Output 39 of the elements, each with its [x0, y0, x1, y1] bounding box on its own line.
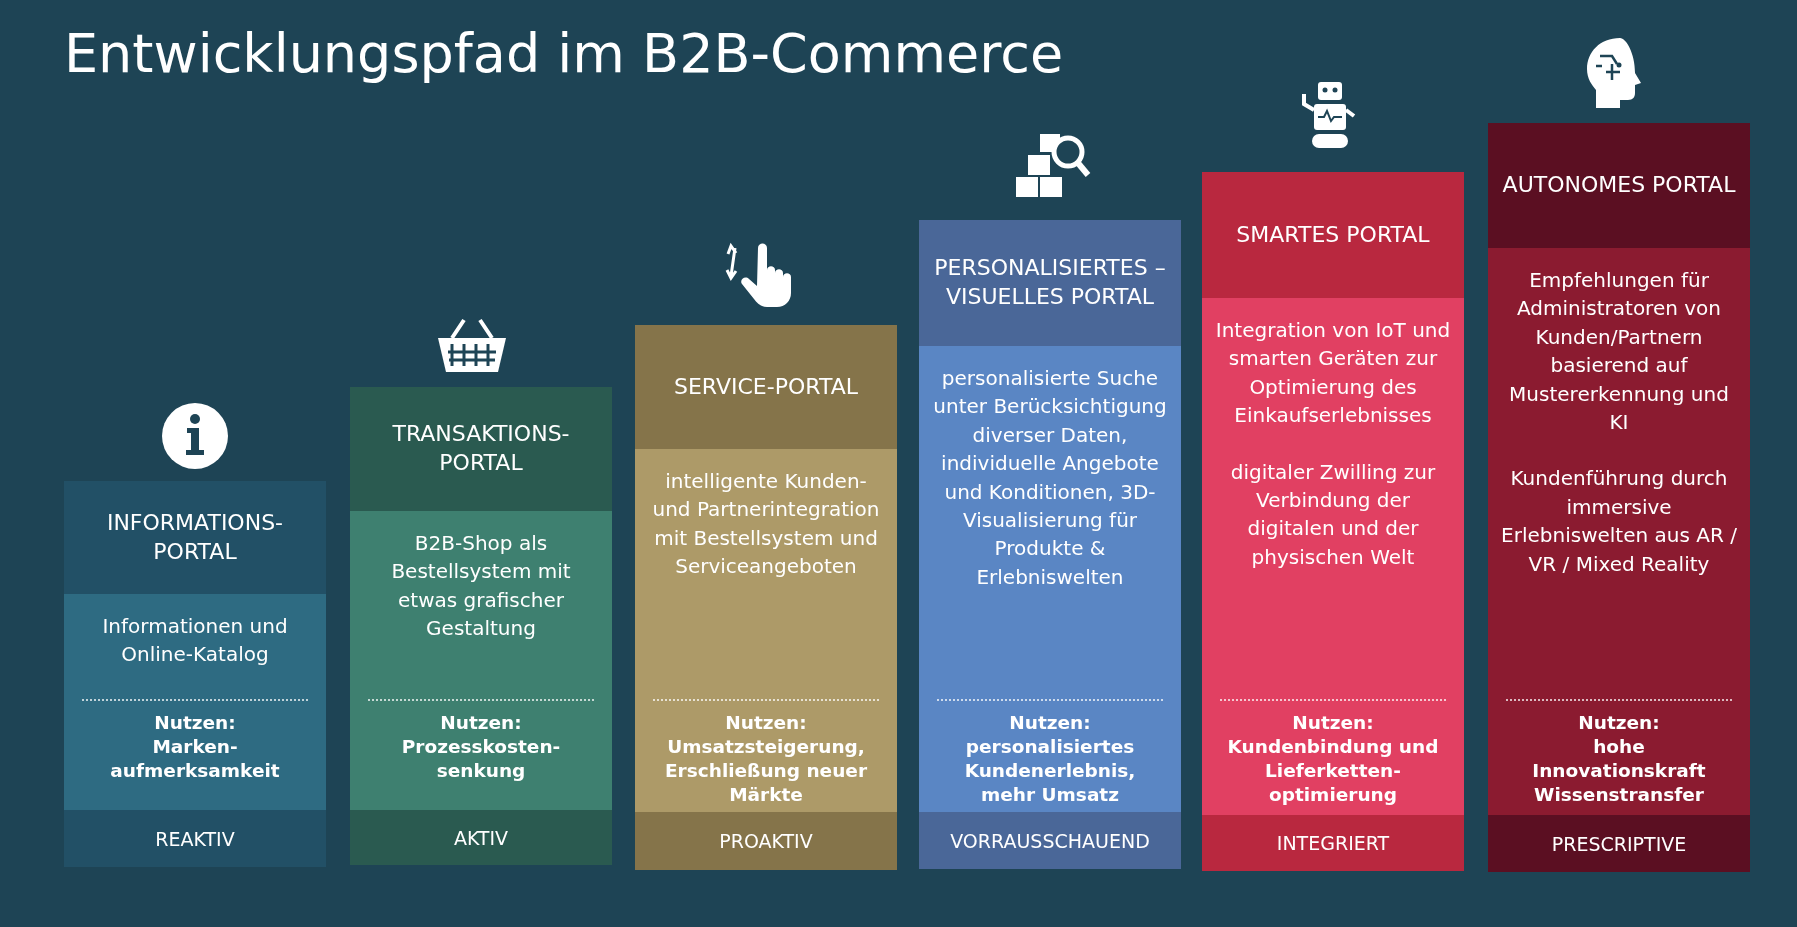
benefit-text: hohe Innovationskraft Wissenstransfer [1531, 735, 1707, 808]
benefit-heading: Nutzen: [1291, 711, 1375, 735]
benefit-heading: Nutzen: [724, 711, 808, 735]
description-text: Integration von IoT und smarten Geräten zur Optimierung des Einkaufserlebnisses [1214, 317, 1452, 430]
description-text: personalisierte Suche unter Berücksichtigung diverser Daten, individuelle Angebote und Konditionen, 3D-Visualisierung für Produkte & Erlebniswelten [932, 365, 1168, 591]
stage-heading: AUTONOMES PORTAL [1488, 123, 1750, 248]
stage-label: INTEGRIERT [1202, 815, 1464, 871]
stage-body [64, 594, 326, 810]
stage-body [919, 346, 1181, 812]
stage-heading: PERSONALISIERTES – VISUELLES PORTAL [919, 220, 1181, 346]
description-text: intelligente Kunden- und Partnerintegration mit Bestellsystem und Serviceangeboten [651, 468, 881, 581]
benefit-text: personalisiertes Kundenerlebnis, mehr Umsatz [963, 735, 1137, 808]
stage-label: REAKTIV [64, 810, 326, 867]
title: Entwicklungspfad im B2B-Commerce [64, 22, 1064, 85]
stage-body [1202, 298, 1464, 815]
stage-body [635, 449, 897, 812]
benefit-text: Marken-aufmerksamkeit [109, 735, 281, 784]
description-text: Empfehlungen für Administratoren von Kunden/Partnern basierend auf Mustererkennung und KI [1508, 267, 1730, 436]
stage-label: PROAKTIV [635, 812, 897, 870]
stage-heading: SMARTES PORTAL [1202, 172, 1464, 298]
benefit-heading: Nutzen: [153, 711, 237, 735]
description-text: Kundenführung durch immersive Erlebniswelten aus AR / VR / Mixed Reality [1500, 465, 1738, 578]
benefit-text: Kundenbindung und Lieferketten-optimierung [1226, 735, 1440, 808]
benefit-text: Prozesskosten-senkung [400, 735, 562, 784]
stage-label: VORRAUSSCHAUEND [919, 812, 1181, 869]
benefit-text: Umsatzsteigerung, Erschließung neuer Märkte [664, 735, 868, 808]
stage-label: PRESCRIPTIVE [1488, 815, 1750, 872]
stage-label: AKTIV [350, 810, 612, 865]
description-text: Informationen und Online-Katalog [101, 613, 289, 669]
description-text: B2B-Shop als Bestellsystem mit etwas grafischer Gestaltung [390, 530, 572, 643]
stage-body [1488, 248, 1750, 815]
stage-heading: INFORMATIONS-PORTAL [64, 481, 326, 594]
benefit-heading: Nutzen: [1008, 711, 1092, 735]
stage-heading: TRANSAKTIONS-PORTAL [350, 387, 612, 511]
benefit-heading: Nutzen: [439, 711, 523, 735]
stage-body [350, 511, 612, 810]
benefit-heading: Nutzen: [1577, 711, 1661, 735]
stage-heading: SERVICE-PORTAL [635, 325, 897, 449]
description-text: digitaler Zwilling zur Verbindung der digitalen und der physischen Welt [1229, 458, 1437, 571]
